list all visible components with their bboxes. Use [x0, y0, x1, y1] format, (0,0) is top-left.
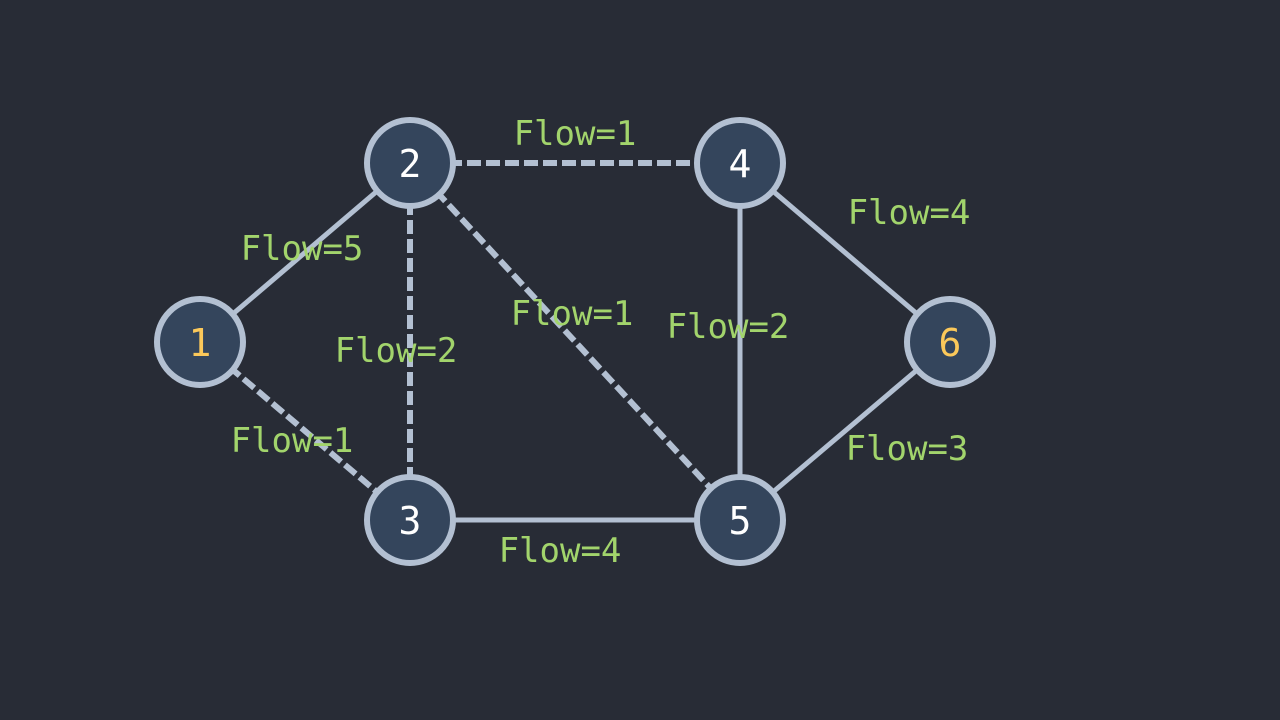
edges-layer [227, 160, 921, 523]
node-circle-5[interactable] [694, 474, 786, 566]
node-label-2: 2 [399, 142, 422, 186]
edge-label-n1-n3: Flow=1 [231, 421, 354, 461]
node-label-3: 3 [399, 499, 422, 543]
graph-edge-n1-n3 [227, 364, 383, 498]
edge-label-n2-n4: Flow=1 [514, 114, 637, 154]
node-circle-3[interactable] [364, 474, 456, 566]
edge-label-n2-n5: Flow=1 [511, 294, 634, 334]
node-circle-4[interactable] [694, 117, 786, 209]
graph-node-2[interactable]: 2 [364, 117, 456, 209]
node-label-1: 1 [189, 321, 212, 365]
edge-label-n2-n3: Flow=2 [335, 331, 458, 371]
node-label-5: 5 [729, 499, 752, 543]
graph-edge-n4-n6 [769, 187, 921, 318]
node-label-6: 6 [939, 321, 962, 365]
graph-node-1[interactable]: 1 [154, 296, 246, 388]
edge-label-n5-n6: Flow=3 [846, 429, 969, 469]
graph-node-6[interactable]: 6 [904, 296, 996, 388]
graph-edge-n5-n6 [769, 366, 921, 496]
node-circle-6[interactable] [904, 296, 996, 388]
graph-edge-n1-n2 [229, 187, 381, 318]
edge-label-n1-n2: Flow=5 [241, 229, 364, 269]
edge-label-n4-n5: Flow=2 [667, 307, 790, 347]
node-circle-2[interactable] [364, 117, 456, 209]
graph-node-4[interactable]: 4 [694, 117, 786, 209]
node-circle-1[interactable] [154, 296, 246, 388]
graph-node-3[interactable]: 3 [364, 474, 456, 566]
edge-label-n4-n6: Flow=4 [848, 193, 971, 233]
node-label-4: 4 [729, 142, 752, 186]
edge-label-n3-n5: Flow=4 [499, 531, 622, 571]
nodes-layer: 1 2 3 4 5 6 [154, 117, 996, 566]
graph-node-5[interactable]: 5 [694, 474, 786, 566]
graph-edge-n2-n5 [433, 188, 717, 495]
edge-labels-layer: Flow=5Flow=1Flow=2Flow=1Flow=1Flow=4Flow… [231, 114, 971, 571]
